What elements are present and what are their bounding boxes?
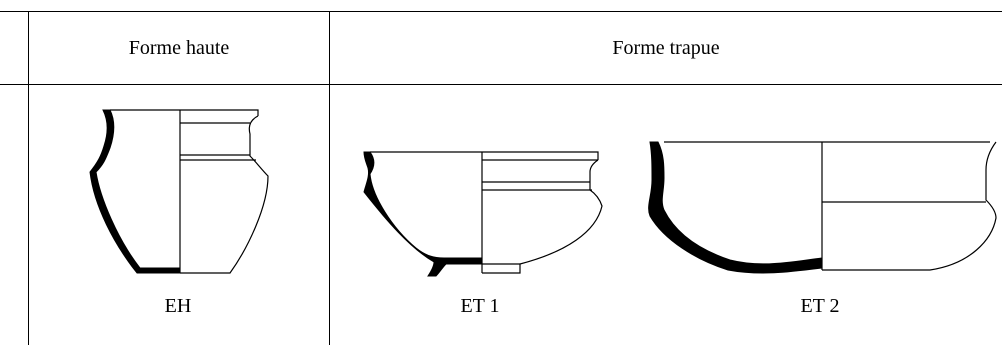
vessel-eh-label: EH bbox=[164, 295, 192, 317]
vessel-et1-rim bbox=[370, 151, 599, 160]
vessel-eh-profile-section bbox=[89, 109, 181, 274]
table-header-divider bbox=[0, 84, 1002, 85]
vessel-et1-drawing bbox=[363, 151, 603, 277]
vessel-et2-exterior bbox=[822, 141, 997, 271]
vessel-et1-label: ET 1 bbox=[460, 295, 500, 317]
vessel-eh-exterior bbox=[180, 115, 269, 274]
vessel-eh-rim bbox=[110, 109, 259, 116]
vessel-eh-caption: EH bbox=[118, 295, 238, 318]
header-forme-haute: Forme haute bbox=[29, 12, 329, 84]
vessel-et1-caption: ET 1 bbox=[420, 295, 540, 318]
table-left-border bbox=[28, 11, 29, 345]
vessel-et1-exterior bbox=[482, 159, 603, 274]
vessel-et2-caption: ET 2 bbox=[760, 295, 880, 318]
vessel-et2-profile-section bbox=[648, 141, 823, 274]
vessel-et2-drawing bbox=[648, 141, 997, 274]
header-forme-haute-label: Forme haute bbox=[128, 36, 230, 59]
header-forme-trapue-label: Forme trapue bbox=[612, 36, 720, 59]
table-top-border bbox=[0, 11, 1002, 12]
vessel-et1-profile-section bbox=[363, 151, 483, 277]
vessel-eh-drawing bbox=[89, 109, 269, 274]
vessel-et2-label: ET 2 bbox=[800, 295, 840, 317]
header-forme-trapue: Forme trapue bbox=[330, 12, 1002, 84]
table-column-divider bbox=[329, 11, 330, 345]
